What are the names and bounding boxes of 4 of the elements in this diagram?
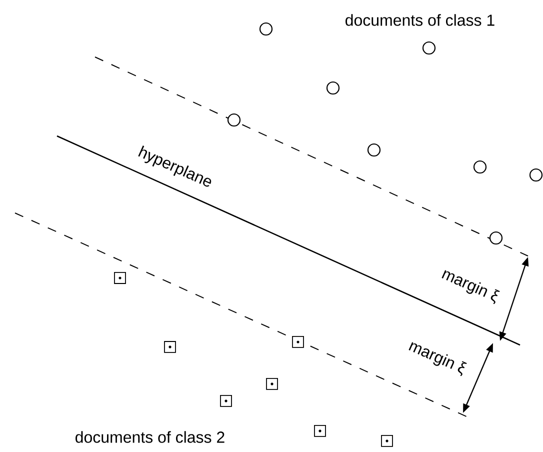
label: documents of class 2 [76,431,224,443]
label: margin ξ [442,270,500,304]
label: margin ξ [408,342,467,376]
label: documents of class 1 [346,14,494,26]
